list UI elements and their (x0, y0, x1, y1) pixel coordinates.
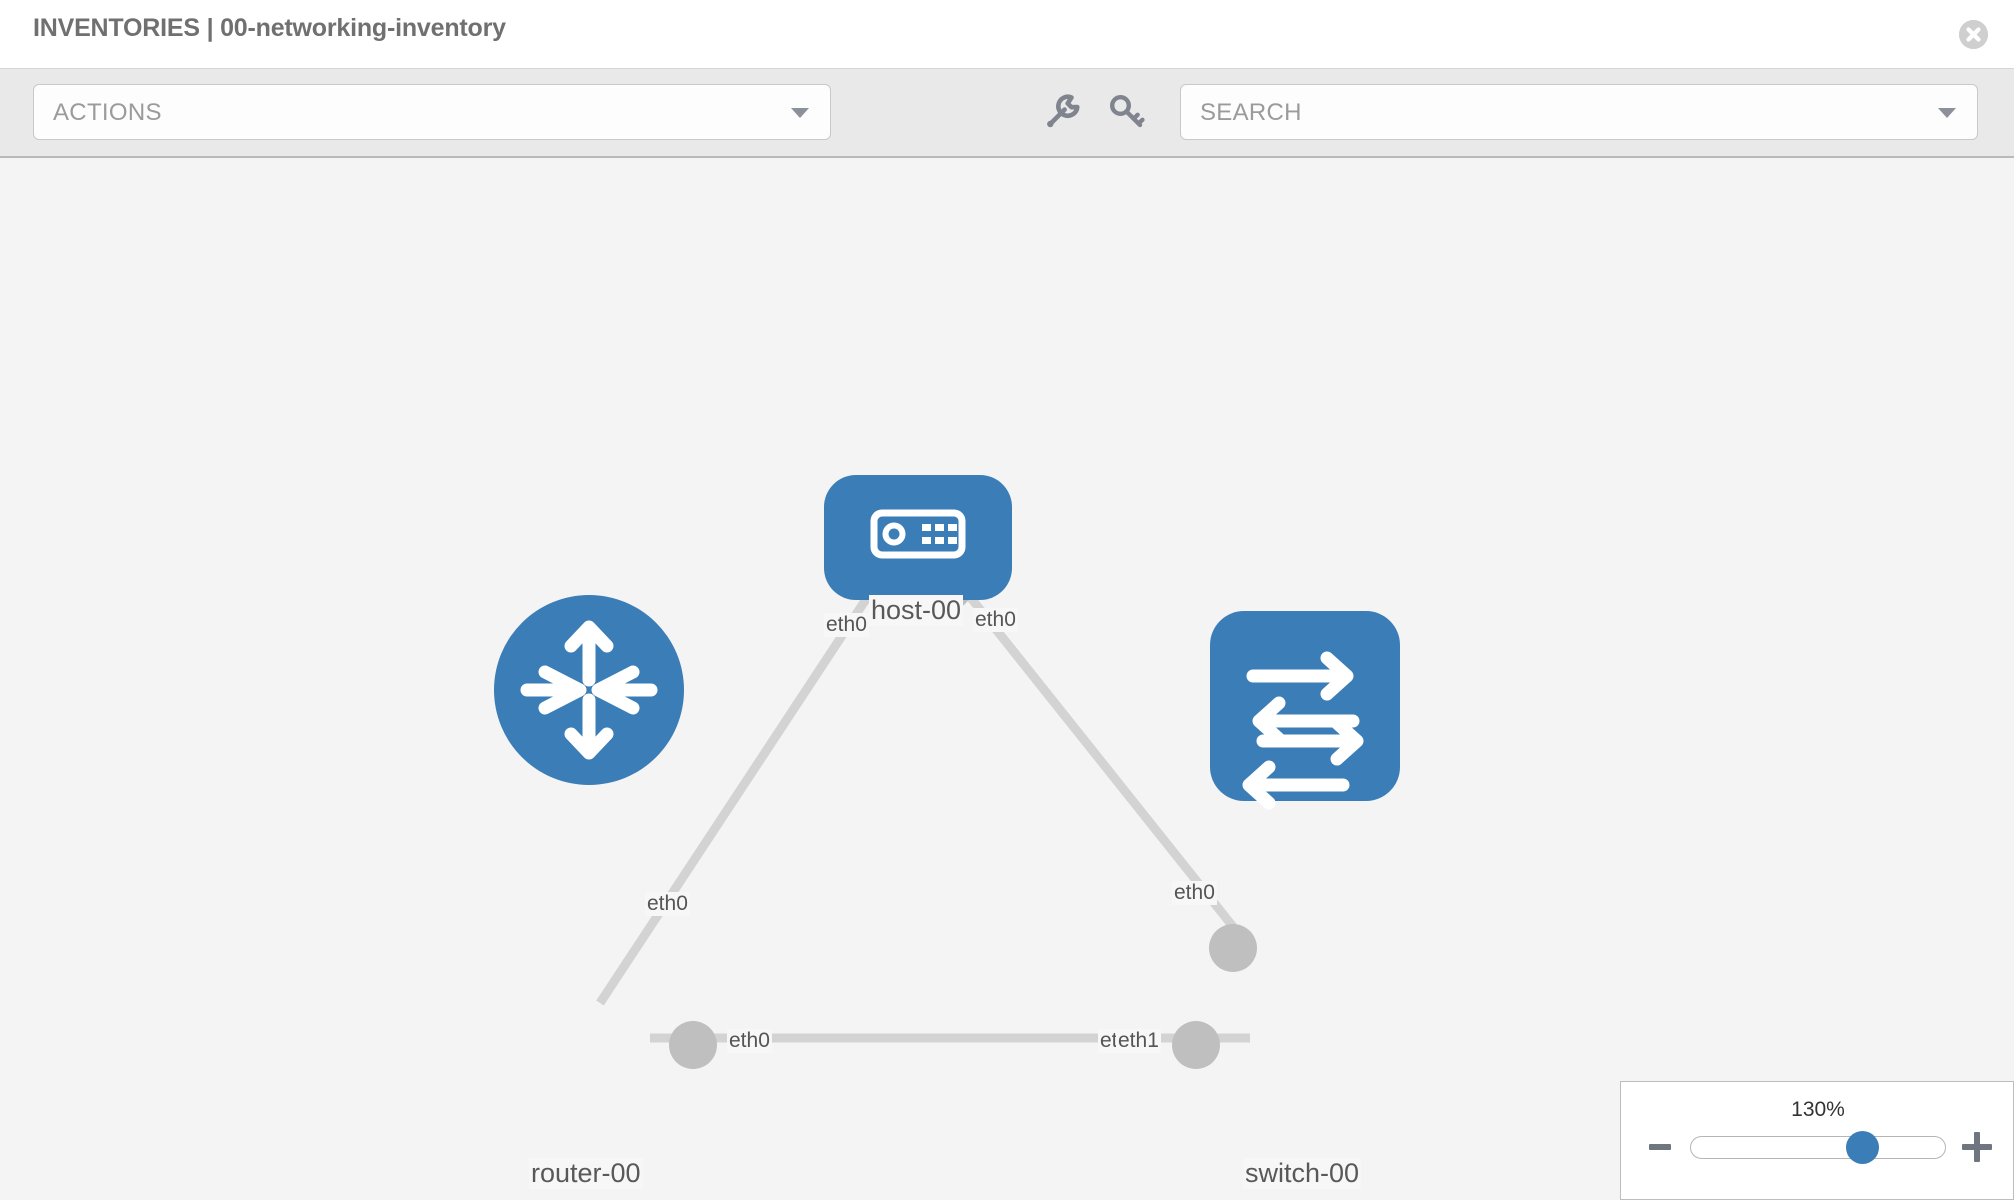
zoom-in-button[interactable] (1962, 1132, 1992, 1162)
wrench-icon (1047, 94, 1080, 128)
router-arrows-icon (520, 620, 658, 760)
node-label-host-00: host-00 (869, 595, 964, 626)
toolbar: ACTIONS SEARCH (0, 68, 2014, 158)
server-icon (870, 509, 966, 559)
edge-label-host-router-src: eth0 (824, 613, 869, 637)
actions-dropdown[interactable]: ACTIONS (33, 84, 831, 140)
topology-endpoints (669, 566, 1257, 1069)
link-host-router[interactable] (596, 575, 884, 1006)
edge-label-host-router-dst: eth0 (645, 892, 690, 916)
topology-links (596, 575, 1254, 1043)
zoom-out-button[interactable] (1649, 1144, 1671, 1150)
page-header: INVENTORIES | 00-networking-inventory (0, 0, 2014, 68)
endpoint-knob[interactable] (669, 1021, 717, 1069)
chevron-down-icon[interactable] (1938, 108, 1956, 118)
node-label-switch-00: switch-00 (1243, 1158, 1362, 1189)
topology-graph (494, 475, 1400, 1069)
search-input[interactable]: SEARCH (1180, 84, 1978, 140)
search-input-placeholder: SEARCH (1200, 99, 1302, 126)
zoom-slider-thumb[interactable] (1846, 1131, 1879, 1164)
endpoint-knob[interactable] (1209, 924, 1257, 972)
node-label-router-00: router-00 (529, 1158, 643, 1189)
key-button[interactable] (1104, 89, 1150, 135)
zoom-control-panel: 130% (1620, 1081, 2014, 1200)
zoom-slider-track[interactable] (1690, 1136, 1946, 1159)
actions-dropdown-label: ACTIONS (53, 99, 162, 126)
edge-label-router-switch-src: eth0 (727, 1029, 772, 1053)
switch-arrows-icon (1242, 651, 1364, 810)
wrench-button[interactable] (1040, 89, 1086, 135)
edge-label-router-switch-dst: eth1 (1116, 1029, 1161, 1053)
node-router-00[interactable] (494, 595, 684, 785)
chevron-down-icon (791, 108, 809, 118)
zoom-level-value: 130% (1791, 1098, 1845, 1121)
edge-label-host-switch-dst: eth0 (1172, 881, 1217, 905)
page-title: INVENTORIES | 00-networking-inventory (33, 14, 506, 42)
key-icon (1109, 94, 1145, 128)
edge-label-host-switch-src: eth0 (973, 608, 1018, 632)
close-icon (1959, 20, 1988, 49)
endpoint-knob[interactable] (1172, 1021, 1220, 1069)
close-button[interactable] (1959, 20, 1988, 49)
node-switch-00[interactable] (1210, 611, 1400, 810)
node-host-00[interactable] (824, 475, 1012, 600)
topology-canvas[interactable]: host-00 router-00 switch-00 eth0 eth0 et… (0, 158, 2014, 1200)
